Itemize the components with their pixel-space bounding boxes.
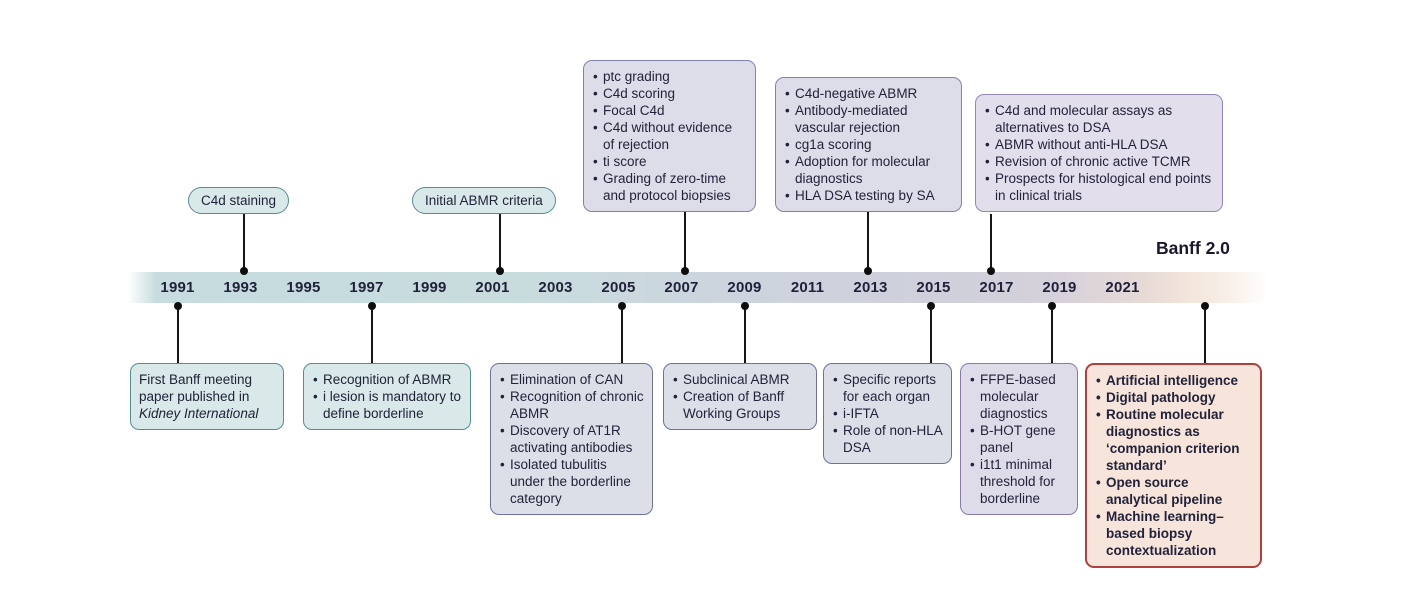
connector-line — [499, 214, 501, 271]
connector-line — [1204, 305, 1206, 365]
connector-line — [621, 305, 623, 365]
year-label: 2015 — [916, 279, 951, 296]
connector-line — [684, 208, 686, 271]
bullet-item: Isolated tubulitis under the borderline … — [499, 456, 644, 507]
event-box-2013: C4d-negative ABMRAntibody-mediated vascu… — [775, 77, 962, 212]
bullet-item: Artificial intelligence — [1095, 372, 1252, 389]
bullet-item: Discovery of AT1R activating antibodies — [499, 422, 644, 456]
year-label: 2011 — [790, 279, 825, 296]
event-box-2007: ptc gradingC4d scoringFocal C4dC4d witho… — [583, 60, 756, 212]
bullet-item: FFPE-based molecular diagnostics — [969, 371, 1069, 422]
year-label: 2013 — [853, 279, 888, 296]
bullet-item: Specific reports for each organ — [832, 371, 943, 405]
bullet-item: Role of non-HLA DSA — [832, 422, 943, 456]
bullet-item: Focal C4d — [592, 102, 747, 119]
bullet-item: Machine learning–based biopsy contextual… — [1095, 508, 1252, 559]
connector-line — [177, 305, 179, 365]
year-label: 2009 — [727, 279, 762, 296]
event-text: First Banff meeting paper published in — [139, 372, 253, 404]
timeline-bar — [128, 272, 1268, 303]
bullet-item: ti score — [592, 153, 747, 170]
event-box-2005: Elimination of CANRecognition of chronic… — [490, 363, 653, 515]
bullet-item: Antibody-mediated vascular rejection — [784, 102, 953, 136]
connector-line — [243, 214, 245, 271]
bullet-item: C4d without evidence of rejection — [592, 119, 747, 153]
bullet-item: B-HOT gene panel — [969, 422, 1069, 456]
event-box-1991: First Banff meeting paper published in K… — [130, 363, 284, 430]
timeline-dot-1993 — [240, 267, 248, 275]
year-label: 2005 — [601, 279, 636, 296]
connector-line — [1051, 305, 1053, 365]
event-box-2009: Subclinical ABMRCreation of Banff Workin… — [663, 363, 817, 430]
year-label: 2017 — [979, 279, 1014, 296]
year-label: 2007 — [664, 279, 699, 296]
year-label: 1999 — [412, 279, 447, 296]
year-label: 2021 — [1105, 279, 1140, 296]
connector-line — [930, 305, 932, 365]
year-label: 2003 — [538, 279, 573, 296]
bullet-item: ptc grading — [592, 68, 747, 85]
bullet-item: C4d and molecular assays as alternatives… — [984, 102, 1214, 136]
bullet-item: i1t1 minimal threshold for borderline — [969, 456, 1069, 507]
banff-2-title: Banff 2.0 — [1156, 238, 1230, 258]
bullet-item: Prospects for histological end points in… — [984, 170, 1214, 204]
event-box-banff2: Artificial intelligenceDigital pathology… — [1085, 363, 1262, 568]
timeline-dot-1991 — [174, 302, 182, 310]
event-box-2019: FFPE-based molecular diagnosticsB-HOT ge… — [960, 363, 1078, 515]
bullet-item: i-IFTA — [832, 405, 943, 422]
bullet-item: Revision of chronic active TCMR — [984, 153, 1214, 170]
timeline-dot-2019 — [1048, 302, 1056, 310]
bullet-item: Creation of Banff Working Groups — [672, 388, 808, 422]
timeline-dot-2009 — [741, 302, 749, 310]
connector-line — [371, 305, 373, 365]
event-box-2017: C4d and molecular assays as alternatives… — [975, 94, 1223, 212]
bullet-item: Recognition of ABMR — [312, 371, 462, 388]
event-box-1997: Recognition of ABMRi lesion is mandatory… — [303, 363, 471, 430]
bullet-item: Routine molecular diagnostics as ‘compan… — [1095, 406, 1252, 474]
timeline-dot-2015 — [927, 302, 935, 310]
year-label: 2019 — [1042, 279, 1077, 296]
bullet-item: Adoption for molecular diagnostics — [784, 153, 953, 187]
year-label: 1997 — [349, 279, 384, 296]
bullet-item: HLA DSA testing by SA — [784, 187, 953, 204]
bullet-item: Recognition of chronic ABMR — [499, 388, 644, 422]
bullet-item: Open source analytical pipeline — [1095, 474, 1252, 508]
year-label: 1991 — [160, 279, 195, 296]
timeline-dot-2013 — [864, 267, 872, 275]
journal-name: Kidney International — [139, 406, 259, 421]
connector-line — [990, 214, 992, 271]
year-label: 1995 — [286, 279, 321, 296]
timeline-dot-2017 — [987, 267, 995, 275]
connector-line — [744, 305, 746, 365]
event-box-2015: Specific reports for each organi-IFTARol… — [823, 363, 952, 464]
bullet-item: cg1a scoring — [784, 136, 953, 153]
connector-line — [867, 212, 869, 271]
bullet-item: Elimination of CAN — [499, 371, 644, 388]
event-box-1993: C4d staining — [188, 187, 290, 214]
timeline-dot-2007 — [681, 267, 689, 275]
timeline-dot-banff2 — [1201, 302, 1209, 310]
timeline-years: 1991 1993 1995 1997 1999 2001 2003 2005 2007 2009… — [146, 279, 1154, 296]
bullet-item: Grading of zero-time and protocol biopsi… — [592, 170, 747, 204]
event-box-2001: Initial ABMR criteria — [412, 187, 556, 214]
timeline-dot-2005 — [618, 302, 626, 310]
bullet-item: ABMR without anti-HLA DSA — [984, 136, 1214, 153]
bullet-item: Subclinical ABMR — [672, 371, 808, 388]
bullet-item: Digital pathology — [1095, 389, 1252, 406]
year-label: 2001 — [475, 279, 510, 296]
timeline-dot-2001 — [496, 267, 504, 275]
bullet-item: C4d-negative ABMR — [784, 85, 953, 102]
bullet-item: C4d scoring — [592, 85, 747, 102]
bullet-item: i lesion is mandatory to define borderli… — [312, 388, 462, 422]
year-label: 1993 — [223, 279, 258, 296]
timeline-dot-1997 — [368, 302, 376, 310]
